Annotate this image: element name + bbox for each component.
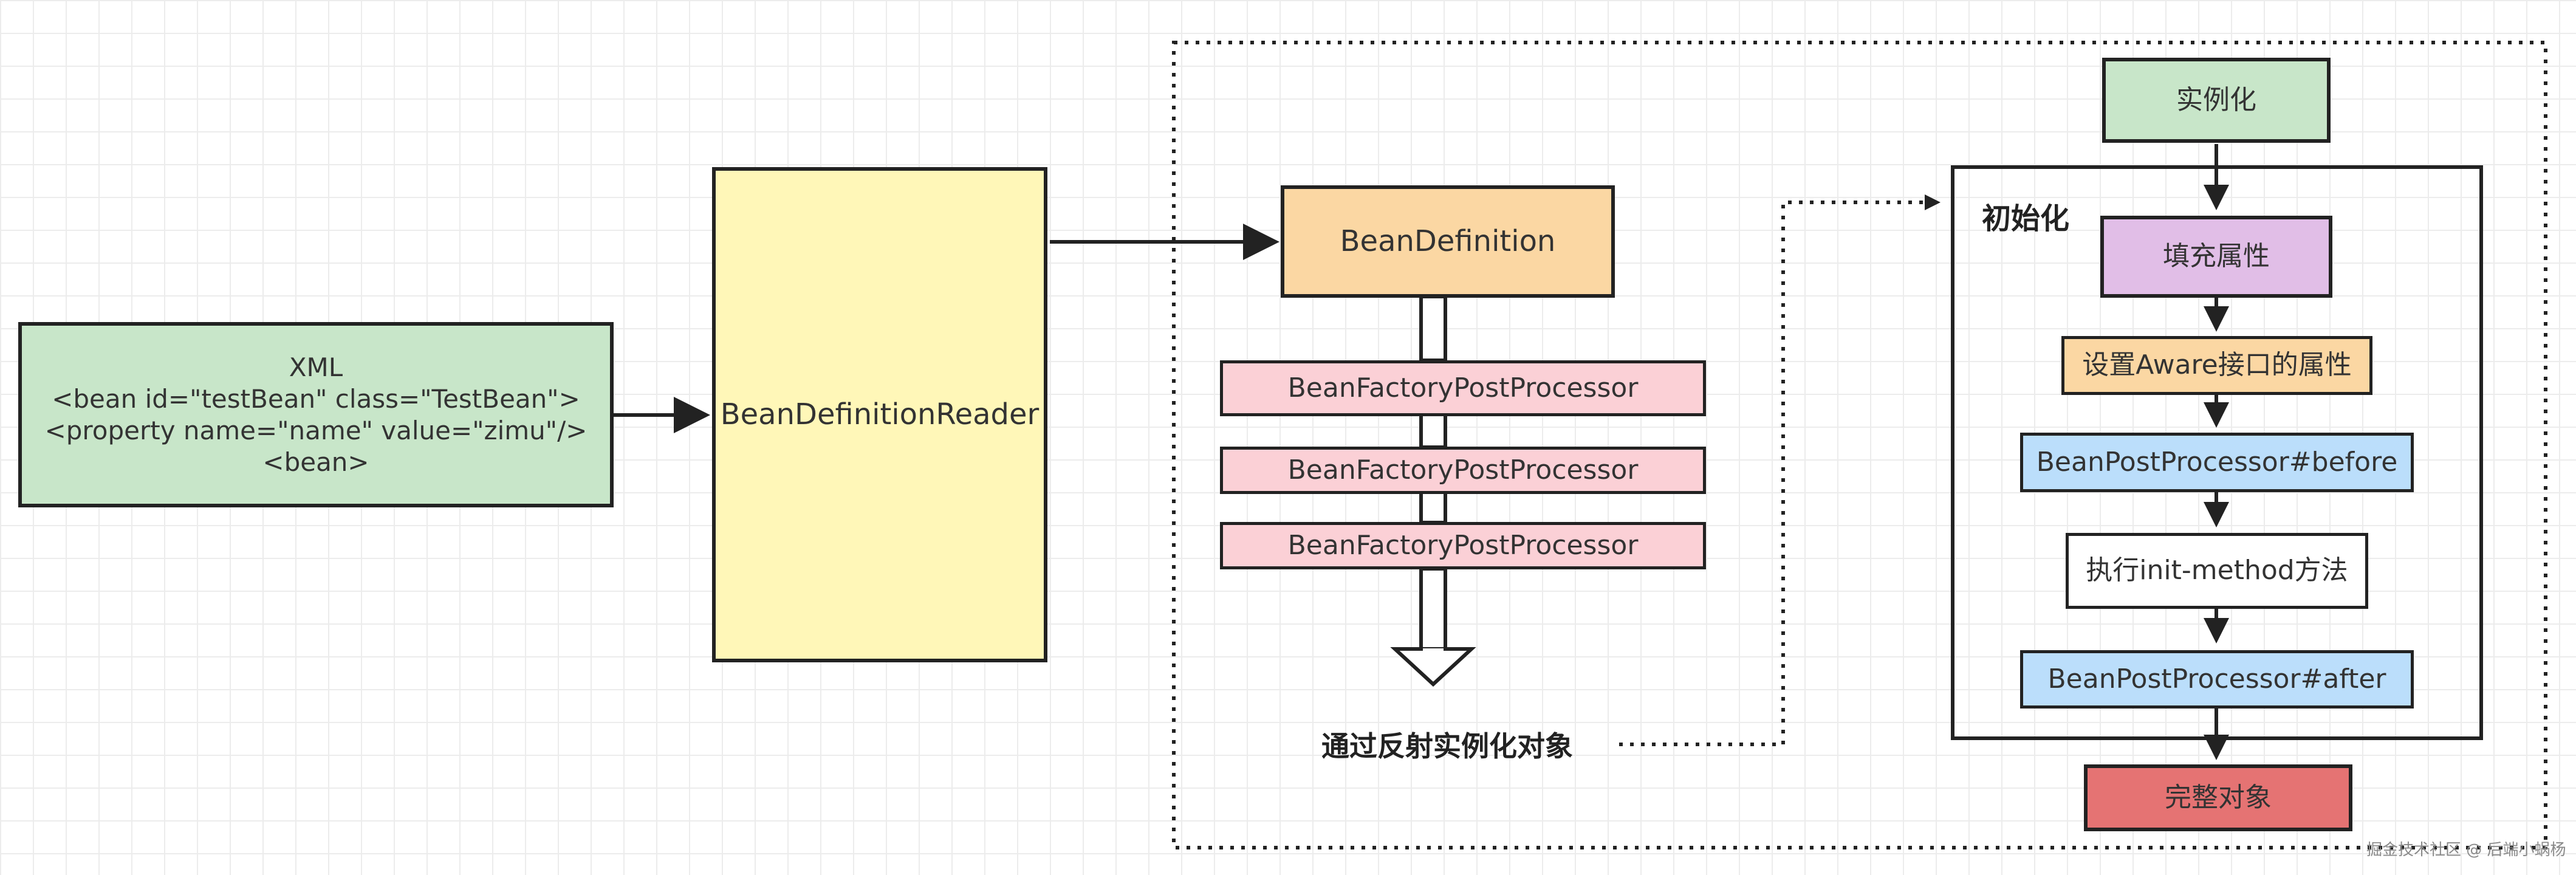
complete-object-box: 完整对象 [2084, 764, 2352, 831]
bean-factory-post-processor-2: BeanFactoryPostProcessor [1220, 447, 1706, 494]
xml-line-title: XML [289, 352, 343, 382]
watermark-text: 掘金技术社区 @ 后端小蜗杨 [2366, 841, 2566, 859]
bean-factory-post-processor-label: BeanFactoryPostProcessor [1287, 372, 1639, 403]
xml-line-property: <property name="name" value="zimu"/> [44, 415, 587, 445]
complete-object-label: 完整对象 [2165, 781, 2272, 813]
bean-factory-post-processor-1: BeanFactoryPostProcessor [1220, 360, 1706, 416]
bean-factory-post-processor-label: BeanFactoryPostProcessor [1287, 529, 1639, 561]
instantiate-label: 实例化 [2176, 84, 2256, 115]
xml-line-bean-open: <bean id="testBean" class="TestBean"> [52, 383, 580, 414]
xml-config-box: XML <bean id="testBean" class="TestBean"… [18, 322, 614, 507]
bean-factory-post-processor-label: BeanFactoryPostProcessor [1287, 454, 1639, 486]
init-method-label: 执行init-method方法 [2086, 555, 2348, 586]
set-aware-properties-label: 设置Aware接口的属性 [2082, 349, 2352, 381]
fill-properties-label: 填充属性 [2163, 241, 2270, 272]
dotted-arrow-reflection-to-init [1619, 201, 1925, 746]
bean-post-processor-after-box: BeanPostProcessor#after [2020, 650, 2414, 709]
bean-definition-reader-box: BeanDefinitionReader [712, 167, 1047, 662]
bean-definition-box: BeanDefinition [1281, 185, 1615, 298]
reflection-instantiation-label: 通过反射实例化对象 [1321, 730, 1573, 763]
set-aware-properties-box: 设置Aware接口的属性 [2061, 336, 2372, 395]
dotted-arrow-head [1925, 194, 1941, 210]
bean-factory-post-processor-3: BeanFactoryPostProcessor [1220, 522, 1706, 569]
bean-post-processor-after-label: BeanPostProcessor#after [2047, 663, 2386, 695]
xml-line-bean-close: <bean> [262, 447, 369, 477]
bean-definition-label: BeanDefinition [1340, 224, 1556, 258]
xml-config-lines: XML <bean id="testBean" class="TestBean"… [45, 352, 587, 478]
bean-definition-reader-label: BeanDefinitionReader [720, 397, 1040, 431]
bean-post-processor-before-label: BeanPostProcessor#before [2036, 446, 2398, 478]
instantiate-box: 实例化 [2102, 58, 2331, 143]
process-dotted-container [1172, 41, 2547, 849]
init-method-box: 执行init-method方法 [2066, 533, 2368, 609]
fill-properties-box: 填充属性 [2100, 216, 2332, 298]
bean-post-processor-before-box: BeanPostProcessor#before [2020, 433, 2414, 492]
init-group-title: 初始化 [1982, 202, 2070, 236]
